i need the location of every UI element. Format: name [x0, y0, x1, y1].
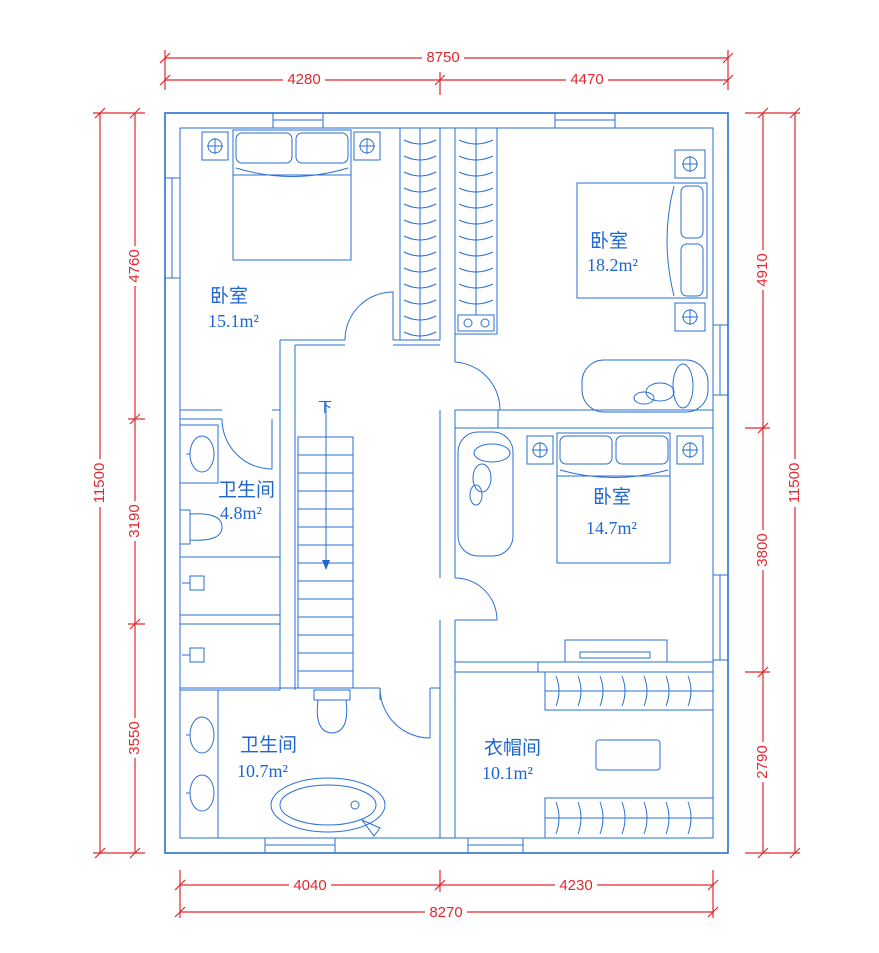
hanger-icon	[403, 299, 437, 305]
hanger-icon	[577, 801, 582, 835]
hanger-icon	[403, 251, 437, 257]
bed-northwest	[232, 129, 352, 261]
hanger-icon	[577, 675, 582, 707]
room-area-bedroom-nw: 15.1m²	[208, 311, 259, 331]
toilet-large-icon	[313, 689, 351, 734]
hanger-icon	[458, 299, 494, 305]
dim-left-total: 11500	[91, 463, 108, 504]
room-area-bedroom-ne: 18.2m²	[587, 255, 638, 275]
chaise-northeast	[581, 359, 709, 413]
shower-icon	[182, 575, 205, 663]
hanger-icon	[643, 801, 648, 835]
hanger-icon	[458, 187, 494, 193]
hanger-icon	[403, 219, 437, 225]
hanger-icon	[599, 675, 604, 707]
dim-right-total: 11500	[786, 463, 803, 504]
tv-cabinet	[537, 639, 714, 673]
closet-island	[595, 739, 661, 771]
wardrobe-hangers-left	[403, 139, 437, 337]
room-name-closet: 衣帽间	[484, 737, 541, 759]
room-name-bath-small: 卫生间	[218, 479, 275, 501]
hanger-icon	[403, 267, 437, 273]
dim-right-top: 4910	[754, 253, 771, 286]
hanger-icon	[687, 675, 692, 707]
bed-east	[526, 432, 704, 564]
bathtub-icon	[270, 777, 386, 837]
hanger-icon	[687, 801, 692, 835]
hanger-icon	[458, 235, 494, 241]
dim-right-bottom: 2790	[754, 745, 771, 778]
dim-left-top: 4760	[126, 249, 143, 282]
dimension-labels: 8750 4280 4470 4040 4230 8270 11500 4760…	[91, 48, 803, 921]
double-washbasin-icon	[186, 716, 215, 812]
hanger-icon	[458, 155, 494, 161]
dim-bottom-right: 4230	[559, 877, 592, 894]
hanger-icon	[458, 219, 494, 225]
lamp-icon	[201, 131, 381, 161]
room-area-closet: 10.1m²	[482, 763, 533, 783]
dim-top-left: 4280	[287, 71, 320, 88]
hanger-icon	[403, 283, 437, 289]
washbasin-icon	[179, 424, 219, 484]
chaise-east	[457, 431, 514, 557]
hanger-icon	[555, 801, 560, 835]
hanger-icon	[403, 171, 437, 177]
hanger-icon	[403, 331, 437, 337]
hanger-icon	[403, 155, 437, 161]
hanger-icon	[458, 267, 494, 273]
hanger-icon	[665, 675, 670, 707]
hanger-icon	[458, 283, 494, 289]
toilet-icon	[179, 509, 223, 545]
room-area-bath-small: 4.8m²	[220, 503, 262, 523]
room-name-bedroom-ne: 卧室	[590, 230, 628, 252]
room-name-bedroom-nw: 卧室	[210, 285, 248, 307]
hanger-icon	[458, 203, 494, 209]
closet-rack-top	[544, 671, 714, 711]
hanger-icon	[643, 675, 648, 707]
stairs-down-label: 下	[318, 399, 332, 415]
wardrobe-left	[399, 127, 441, 341]
hanger-icon	[403, 139, 437, 145]
room-name-bath-large: 卫生间	[240, 734, 297, 756]
hanger-icon	[403, 187, 437, 193]
staircase: 下	[297, 399, 354, 689]
closet-hangers-bottom	[555, 801, 692, 835]
hanger-icon	[458, 251, 494, 257]
wardrobe-hangers-right	[458, 139, 494, 305]
hanger-icon	[458, 171, 494, 177]
closet-hangers-top	[555, 675, 692, 707]
dim-right-mid: 3800	[754, 533, 771, 566]
wardrobe-right	[454, 127, 498, 335]
bed-northeast	[576, 149, 708, 332]
room-name-bedroom-e: 卧室	[593, 486, 631, 508]
hanger-icon	[403, 203, 437, 209]
dim-left-bottom: 3550	[126, 721, 143, 754]
room-area-bath-large: 10.7m²	[237, 761, 288, 781]
dim-left-mid: 3190	[126, 504, 143, 537]
hanger-icon	[555, 675, 560, 707]
hanger-icon	[599, 801, 604, 835]
hanger-icon	[621, 801, 626, 835]
dim-top-total: 8750	[426, 49, 459, 66]
dim-top-right: 4470	[570, 71, 603, 88]
room-labels: 卧室 15.1m² 卧室 18.2m² 卧室 14.7m² 卫生间 4.8m² …	[208, 230, 638, 783]
hanger-icon	[458, 139, 494, 145]
hanger-icon	[621, 675, 626, 707]
hanger-icon	[403, 315, 437, 321]
closet-rack-bottom	[544, 797, 714, 839]
dim-bottom-total: 8270	[429, 904, 462, 921]
hanger-icon	[403, 235, 437, 241]
room-area-bedroom-e: 14.7m²	[586, 518, 637, 538]
dim-bottom-left: 4040	[293, 877, 326, 894]
doors	[221, 291, 501, 739]
dimension-lines	[93, 50, 801, 918]
hanger-icon	[665, 801, 670, 835]
